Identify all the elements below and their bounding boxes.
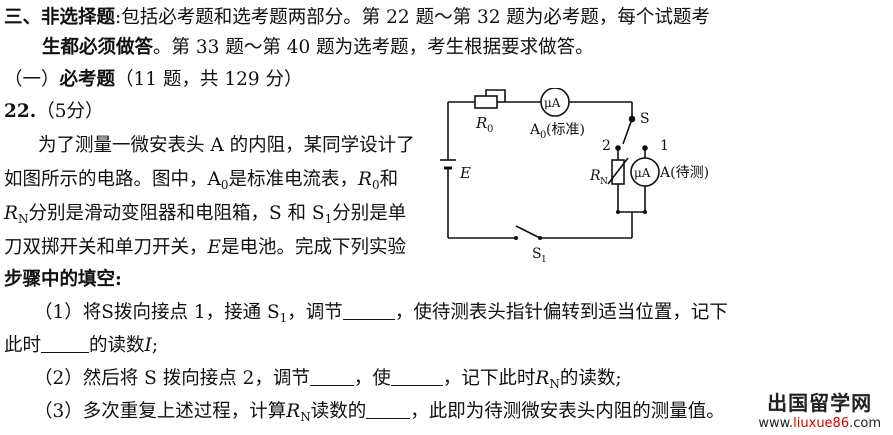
answer-blank-5[interactable] — [366, 400, 411, 419]
contact-1-label: 1 — [660, 138, 669, 154]
s1-label: S — [532, 246, 542, 262]
circuit-diagram: R 0 μA A 0 (标准) S E 2 1 R N μA A(待测) S 1 — [440, 88, 709, 265]
question-text-2: 如图所示的电路。图中，A — [4, 169, 221, 190]
a-note: A(待测) — [659, 165, 709, 181]
step-1-s1-sub: 1 — [279, 311, 288, 325]
r0-label-sub: 0 — [487, 124, 493, 135]
s-blade — [622, 118, 633, 145]
section-line2: 生都必须做答。第 33 题～第 40 题为选考题，考生根据要求做答。 — [42, 36, 594, 60]
step-2-text-c: ，记下此时 — [442, 368, 536, 389]
question-text-4a: 刀双掷开关和单刀开关， — [4, 237, 208, 258]
site-watermark-logo: 出国留学网 www.liuxue86.com — [758, 387, 881, 431]
r0-slider — [485, 89, 506, 102]
step-1-text-c: ，使待测表头指针偏转到适当位置，记下 — [394, 302, 728, 323]
step-3-text-b: 读数的 — [310, 401, 367, 422]
s1-sub: 1 — [324, 212, 333, 226]
question-header: 22.（5分） — [4, 100, 103, 124]
part-rest: （11 题，共 129 分） — [115, 69, 303, 90]
r0-label: R — [475, 114, 487, 132]
question-text-3: 分别是滑动变阻器和电阻箱，S 和 S — [28, 203, 325, 224]
rn-symbol: R — [4, 203, 18, 224]
a0-sub: 0 — [220, 178, 229, 192]
a-meter-text: μA — [634, 166, 651, 180]
question-text-2b: 是标准电流表， — [228, 169, 359, 190]
question-text-1: 为了测量一微安表头 A 的内阻，某同学设计了 — [38, 135, 415, 156]
question-text-4b: 是电池。完成下列实验 — [221, 237, 407, 258]
rn-label-sub: N — [600, 177, 608, 187]
question-line-4: 刀双掷开关和单刀开关，E是电池。完成下列实验 — [4, 236, 406, 260]
question-line-2: 如图所示的电路。图中，A0是标准电流表，R0和 — [4, 168, 398, 197]
step-2-rn-symbol: R — [535, 368, 550, 389]
question-text-5: 步骤中的填空: — [4, 269, 122, 290]
step-3-rn-sub: N — [300, 410, 311, 424]
section-line2-rest: 。第 33 题～第 40 题为选考题，考生根据要求做答。 — [153, 37, 594, 58]
step-1-line-1: （1）将S拨向接点 1，接通 S1，调节 ，使待测表头指针偏转到适当位置，记下 — [34, 301, 728, 330]
question-score: （5分） — [36, 101, 104, 122]
s-label: S — [640, 111, 650, 127]
section-title: 非选择题 — [41, 7, 116, 28]
question-text-3b: 分别是单 — [332, 203, 407, 224]
contact-2-label: 2 — [602, 138, 611, 154]
a0-note: (标准) — [546, 122, 585, 138]
step-2-rn-sub: N — [549, 377, 560, 391]
question-line-3: RN分别是滑动变阻器和电阻箱，S 和 S1分别是单 — [4, 202, 406, 231]
step-1-text-b: ，调节 — [287, 302, 343, 323]
question-text-2c: 和 — [379, 169, 399, 190]
s1-blade — [515, 225, 541, 239]
section-line2-bold: 生都必须做答 — [42, 37, 154, 58]
step-2-text-d: 的读数; — [559, 368, 622, 389]
r0-sub: 0 — [371, 178, 380, 192]
step-2-text-b: ，使 — [353, 368, 391, 389]
section-prefix: 三、 — [4, 7, 42, 28]
step-1-text-a: （1）将S拨向接点 1，接通 S — [34, 302, 280, 323]
watermark-cn: 出国留学网 — [767, 391, 873, 415]
r0-resistor — [474, 95, 498, 109]
e-label: E — [459, 164, 471, 182]
watermark-url-b: .com — [849, 416, 881, 431]
step-3-rn-symbol: R — [286, 401, 301, 422]
step-1-text-f: ; — [151, 335, 159, 356]
part-title: 必考题 — [59, 69, 116, 90]
rn-label: R — [589, 168, 601, 184]
step-1-line-2: 此时 的读数I; — [4, 334, 158, 358]
step-1-text-d: 此时 — [4, 335, 42, 356]
step-2-line: （2）然后将 S 拨向接点 2，调节 ，使 ，记下此时RN的读数; — [34, 367, 622, 396]
a0-label-sub: 0 — [540, 130, 546, 141]
junction-left — [616, 210, 620, 214]
r0-symbol: R — [358, 169, 372, 190]
s1-contact-right — [538, 236, 542, 240]
part-open: （一） — [4, 69, 60, 90]
answer-blank-3[interactable] — [309, 367, 354, 386]
i-symbol: I — [144, 335, 152, 356]
watermark-url-a: www. — [758, 416, 794, 431]
part-header: （一）必考题（11 题，共 129 分） — [4, 68, 303, 92]
question-line-5: 步骤中的填空: — [4, 268, 122, 292]
watermark-url: www.liuxue86.com — [758, 416, 881, 431]
section-desc: :包括必考题和选考题两部分。第 22 题～第 32 题为必考题，每个试题考 — [115, 7, 710, 28]
step-3-line: （3）多次重复上述过程，计算RN读数的 ，此即为待测微安表头内阻的测量值。 — [34, 400, 725, 429]
watermark-url-red: liuxue86 — [793, 416, 850, 431]
s1-contact-left — [514, 236, 518, 240]
junction-right — [643, 210, 647, 214]
question-number: 22. — [4, 101, 37, 122]
section-header: 三、非选择题:包括必考题和选考题两部分。第 22 题～第 32 题为必考题，每个… — [4, 6, 710, 30]
e-symbol: E — [207, 237, 222, 258]
question-line-1: 为了测量一微安表头 A 的内阻，某同学设计了 — [38, 134, 415, 158]
step-3-text-a: （3）多次重复上述过程，计算 — [34, 401, 287, 422]
step-3-text-c: ，此即为待测微安表头内阻的测量值。 — [410, 401, 725, 422]
rn-sub: N — [17, 212, 29, 226]
answer-blank-2[interactable] — [41, 334, 90, 353]
s1-label-sub: 1 — [541, 255, 547, 265]
answer-blank-1[interactable] — [342, 301, 395, 320]
step-1-text-e: 的读数 — [89, 335, 145, 356]
a0-label: A — [529, 122, 541, 138]
a0-meter-text: μA — [544, 96, 561, 110]
step-2-text-a: （2）然后将 S 拨向接点 2，调节 — [34, 368, 310, 389]
rn-variable-arrow — [607, 157, 629, 185]
answer-blank-4[interactable] — [390, 367, 443, 386]
